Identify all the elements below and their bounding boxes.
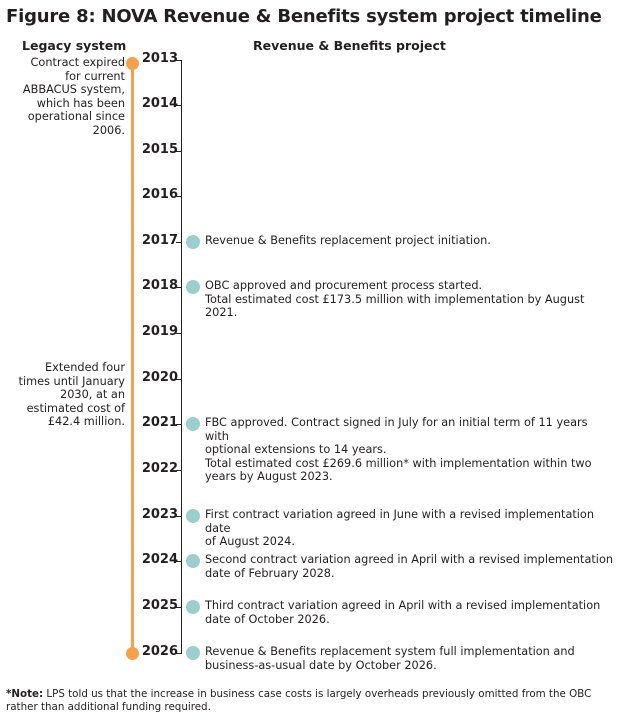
timeline-axis [181, 60, 182, 654]
note-line: operational since [27, 110, 125, 123]
year-tick [176, 379, 182, 380]
event-2021-text: FBC approved. Contract signed in July fo… [205, 416, 615, 484]
event-2018-text: OBC approved and procurement process sta… [205, 279, 615, 320]
event-marker [186, 417, 200, 431]
event-marker [186, 509, 200, 523]
year-tick [176, 561, 182, 562]
year-label: 2025 [141, 598, 178, 613]
year-tick [176, 470, 182, 471]
event-line: First contract variation agreed in June … [205, 508, 595, 535]
year-label: 2013 [141, 51, 178, 66]
note-line: ABBACUS system, [22, 83, 125, 96]
event-2023-text: First contract variation agreed in June … [205, 508, 615, 549]
event-marker [186, 235, 200, 249]
year-tick [176, 424, 182, 425]
year-tick [176, 653, 182, 654]
year-label: 2019 [141, 324, 178, 339]
year-tick [176, 242, 182, 243]
note-line: 2030, at an [60, 388, 125, 401]
year-label: 2020 [141, 370, 178, 385]
event-line: Revenue & Benefits replacement system fu… [205, 645, 575, 658]
year-tick [176, 607, 182, 608]
figure-title: Figure 8: NOVA Revenue & Benefits system… [6, 6, 602, 27]
legacy-system-bar [131, 64, 134, 654]
note-line: estimated cost of [26, 401, 125, 415]
year-tick [176, 196, 182, 197]
year-tick [176, 105, 182, 106]
note-line: Extended four [45, 361, 125, 374]
event-marker [186, 280, 200, 294]
legacy-system-header: Legacy system [22, 38, 127, 53]
legacy-note-contract-expired: Contract expired for current ABBACUS sys… [23, 56, 125, 137]
year-label: 2026 [141, 644, 178, 659]
footnote: *Note: LPS told us that the increase in … [6, 688, 618, 714]
event-line: date of October 2026. [205, 612, 330, 626]
event-marker [186, 646, 200, 660]
year-tick [176, 333, 182, 334]
event-line: OBC approved and procurement process sta… [205, 279, 483, 292]
year-label: 2022 [141, 461, 178, 476]
year-tick [176, 60, 182, 61]
event-marker [186, 600, 200, 614]
year-label: 2021 [141, 415, 178, 430]
legacy-note-extended: Extended four times until January 2030, … [19, 361, 125, 429]
event-line: of August 2024. [205, 535, 295, 548]
event-marker [186, 554, 200, 568]
event-line: Second contract variation agreed in Apri… [205, 553, 614, 566]
event-line: Total estimated cost £173.5 million with… [205, 292, 585, 306]
year-label: 2023 [141, 507, 178, 522]
legacy-start-marker [126, 57, 139, 70]
year-label: 2024 [141, 552, 178, 567]
event-2017-text: Revenue & Benefits replacement project i… [205, 234, 615, 248]
year-label: 2016 [141, 187, 178, 202]
event-line: date of February 2028. [205, 566, 335, 580]
event-line: 2021. [205, 306, 238, 319]
note-line: which has been [36, 96, 125, 110]
year-tick [176, 516, 182, 517]
year-label: 2017 [141, 233, 178, 248]
event-line: optional extensions to 14 years. [205, 443, 387, 456]
note-line: £42.4 million. [47, 415, 125, 428]
project-header: Revenue & Benefits project [253, 38, 446, 53]
event-line: FBC approved. Contract signed in July fo… [205, 416, 588, 443]
year-label: 2018 [141, 278, 178, 293]
event-line: Total estimated cost £269.6 million* wit… [205, 456, 592, 470]
note-line: Contract expired [30, 56, 125, 69]
note-line: 2006. [92, 123, 125, 137]
event-line: years by August 2023. [205, 470, 333, 483]
event-line: Third contract variation agreed in April… [205, 599, 601, 612]
year-label: 2014 [141, 96, 178, 111]
event-2026-text: Revenue & Benefits replacement system fu… [205, 645, 615, 672]
event-2024-text: Second contract variation agreed in Apri… [205, 553, 615, 580]
footnote-text: LPS told us that the increase in busines… [6, 688, 592, 713]
legacy-end-marker [126, 647, 139, 660]
year-label: 2015 [141, 142, 178, 157]
note-line: for current [65, 69, 125, 83]
note-line: times until January [18, 374, 125, 388]
year-tick [176, 287, 182, 288]
event-line: business-as-usual date by October 2026. [205, 658, 437, 672]
event-2025-text: Third contract variation agreed in April… [205, 599, 615, 626]
event-line: Revenue & Benefits replacement project i… [205, 234, 491, 247]
footnote-label: *Note: [6, 688, 44, 700]
year-tick [176, 151, 182, 152]
